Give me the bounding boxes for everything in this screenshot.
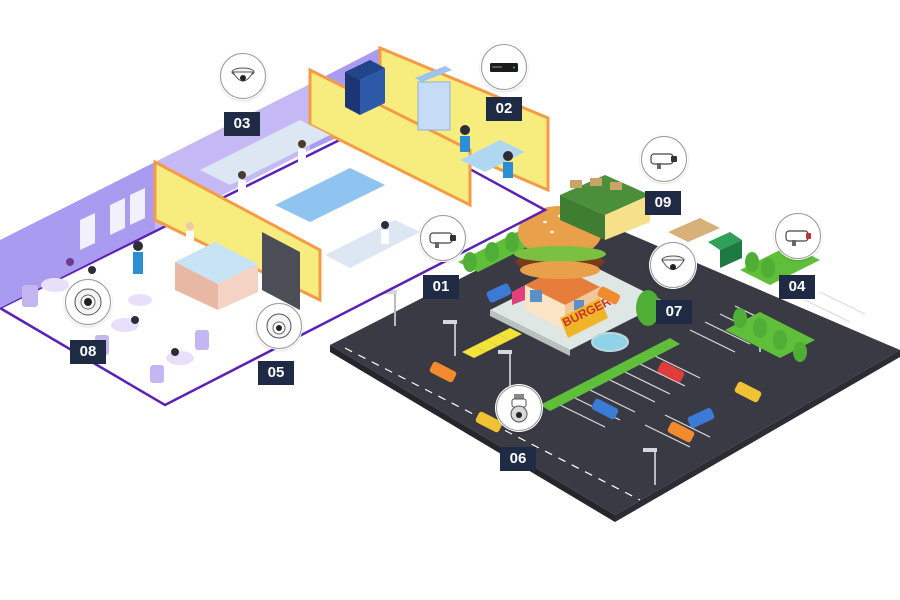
marker-04-label[interactable]: 04 [779,275,815,299]
bullet-camera-icon [650,153,677,169]
bullet-camera-icon [785,230,811,246]
marker-03-label[interactable]: 03 [224,112,260,136]
warehouse [560,175,742,268]
marker-08-camera[interactable] [65,279,111,325]
marker-06-label[interactable]: 06 [500,447,536,471]
burger-plaza: BURGER [458,206,820,411]
marker-07-label[interactable]: 07 [656,300,692,324]
trees [463,232,807,362]
marker-02-label[interactable]: 02 [486,97,522,121]
turret-camera-icon [266,313,292,339]
marker-05-camera[interactable] [256,303,302,349]
marker-01-label[interactable]: 01 [423,275,459,299]
marker-03-camera[interactable] [220,53,266,99]
dome-camera-icon [231,67,255,82]
dome-camera-icon [661,255,685,270]
ptz-camera-icon [510,394,528,423]
fisheye-camera-icon [74,288,102,316]
parking-lot [330,215,900,522]
marker-01-camera[interactable] [420,215,466,261]
marker-05-label[interactable]: 05 [258,361,294,385]
parked-cars [429,283,762,443]
marker-08-label[interactable]: 08 [70,340,106,364]
marker-04-camera[interactable] [775,213,821,259]
people [66,125,513,356]
marker-07-camera[interactable] [650,242,696,288]
marker-02-camera[interactable] [481,44,527,90]
marker-09-camera[interactable] [641,136,687,182]
restaurant-interior [0,45,550,407]
marker-09-label[interactable]: 09 [645,191,681,215]
nvr-recorder-icon [490,63,518,72]
bullet-camera-icon [429,232,456,248]
marker-06-camera[interactable] [496,385,542,431]
